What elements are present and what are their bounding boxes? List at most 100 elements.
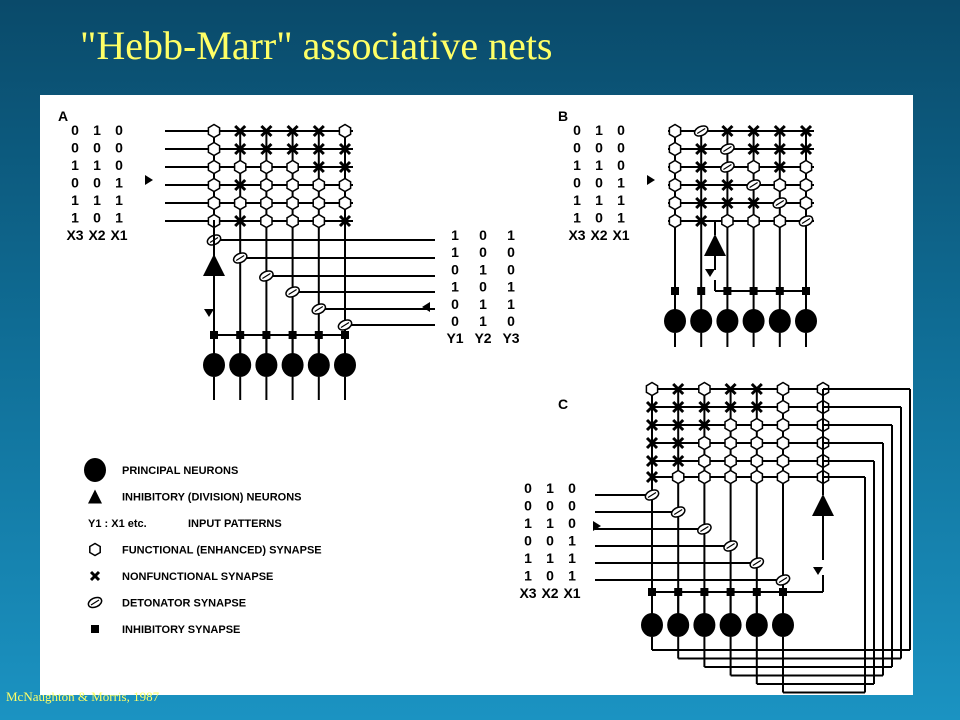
- detonator-synapse-icon: [670, 506, 686, 518]
- y-pattern-a-header: Y2: [474, 330, 491, 346]
- y-pattern-a-digit: 1: [451, 279, 459, 295]
- functional-synapse-icon: [260, 177, 273, 193]
- nonfunctional-synapse-icon: [750, 382, 763, 396]
- slide-title: "Hebb-Marr" associative nets: [80, 23, 553, 68]
- nonfunctional-synapse-icon: [286, 142, 299, 156]
- arrow-down-icon: [204, 309, 214, 317]
- functional-synapse-icon: [312, 213, 326, 229]
- nonfunctional-synapse-icon: [695, 196, 708, 210]
- functional-synapse-icon: [750, 453, 764, 469]
- functional-synapse-icon: [776, 453, 790, 469]
- principal-neuron-icon: [667, 613, 690, 637]
- detonator-synapse-icon: [746, 179, 761, 191]
- principal-neuron-icon: [255, 353, 278, 377]
- y-pattern-a-digit: 0: [479, 244, 487, 260]
- y-pattern-a-digit: 1: [451, 227, 459, 243]
- inhibitory-neuron-icon: [704, 234, 726, 256]
- x-pattern-a-header: X3: [66, 227, 83, 243]
- x-pattern-b-header: X2: [590, 227, 607, 243]
- legend-label: DETONATOR SYNAPSE: [122, 598, 246, 610]
- arrow-down-icon: [705, 269, 715, 277]
- x-pattern-b-digit: 1: [573, 210, 581, 226]
- detonator-synapse-legend-icon: [87, 596, 103, 609]
- x-pattern-c-digit: 1: [546, 515, 554, 531]
- functional-synapse-icon: [799, 177, 813, 193]
- functional-synapse-icon: [338, 195, 352, 211]
- functional-synapse-icon: [207, 159, 221, 175]
- functional-synapse-icon: [776, 381, 790, 397]
- principal-neuron-icon: [795, 309, 817, 333]
- functional-synapse-icon: [286, 195, 299, 211]
- functional-synapse-icon: [750, 417, 764, 433]
- x-pattern-a-digit: 0: [71, 140, 79, 156]
- y-pattern-a-header: Y1: [446, 330, 463, 346]
- principal-neuron-icon: [772, 613, 794, 637]
- functional-synapse-icon: [668, 159, 682, 175]
- inhibitory-neuron-icon: [812, 494, 834, 516]
- input-arrow-icon: [422, 302, 430, 312]
- nonfunctional-synapse-icon: [695, 214, 708, 228]
- x-pattern-c-digit: 0: [524, 533, 532, 549]
- functional-synapse-icon: [338, 123, 352, 139]
- nonfunctional-synapse-icon: [724, 382, 737, 396]
- y-pattern-a-digit: 0: [451, 313, 459, 329]
- y-pattern-a-digit: 1: [479, 296, 487, 312]
- nonfunctional-synapse-icon: [645, 436, 659, 450]
- nonfunctional-synapse-icon: [721, 178, 734, 192]
- x-pattern-c-digit: 0: [568, 480, 576, 496]
- detonator-synapse-icon: [644, 489, 660, 501]
- nonfunctional-synapse-icon: [312, 142, 325, 156]
- inhibitory-neuron-icon: [203, 254, 225, 276]
- nonfunctional-synapse-icon: [799, 142, 813, 156]
- functional-synapse-icon: [799, 159, 813, 175]
- panel-label-c: C: [558, 396, 568, 412]
- functional-synapse-icon: [286, 159, 299, 175]
- functional-synapse-icon: [799, 195, 813, 211]
- functional-synapse-icon: [286, 213, 299, 229]
- detonator-synapse-icon: [693, 125, 709, 137]
- input-arrow-icon: [647, 175, 655, 185]
- x-pattern-b-digit: 0: [573, 175, 581, 191]
- arrow-down-icon: [813, 567, 823, 575]
- x-pattern-a-digit: 0: [115, 122, 123, 138]
- input-arrow-icon: [145, 175, 153, 185]
- x-pattern-b-digit: 1: [595, 157, 603, 173]
- functional-synapse-icon: [668, 177, 682, 193]
- y-pattern-a-digit: 0: [479, 227, 487, 243]
- nonfunctional-synapse-icon: [773, 160, 786, 174]
- y-pattern-a-digit: 0: [451, 296, 459, 312]
- nonfunctional-synapse-icon: [338, 214, 352, 228]
- functional-synapse-legend-icon: [89, 542, 101, 557]
- functional-synapse-icon: [750, 435, 764, 451]
- legend-label: FUNCTIONAL (ENHANCED) SYNAPSE: [122, 545, 322, 557]
- x-pattern-c-digit: 1: [524, 568, 532, 584]
- y-pattern-a-digit: 0: [451, 261, 459, 277]
- functional-synapse-icon: [338, 177, 352, 193]
- x-pattern-a-digit: 1: [93, 122, 101, 138]
- x-pattern-a-digit: 0: [93, 175, 101, 191]
- x-pattern-b-digit: 1: [617, 210, 625, 226]
- x-pattern-c-digit: 1: [524, 515, 532, 531]
- x-pattern-a-digit: 1: [71, 192, 79, 208]
- x-pattern-b-digit: 0: [595, 175, 603, 191]
- x-pattern-c-digit: 1: [568, 550, 576, 566]
- x-pattern-c-header: X3: [519, 585, 536, 601]
- x-pattern-b-digit: 0: [595, 210, 603, 226]
- nonfunctional-synapse-icon: [750, 400, 763, 414]
- detonator-synapse-icon: [337, 319, 353, 331]
- x-pattern-c-digit: 0: [546, 568, 554, 584]
- detonator-synapse-icon: [259, 270, 274, 282]
- detonator-synapse-icon: [311, 303, 327, 315]
- legend-label: INHIBITORY SYNAPSE: [122, 624, 240, 636]
- x-pattern-a-digit: 1: [93, 192, 101, 208]
- x-pattern-c-digit: 1: [568, 533, 576, 549]
- functional-synapse-icon: [724, 435, 737, 451]
- functional-synapse-icon: [207, 195, 221, 211]
- principal-neuron-icon: [768, 309, 791, 333]
- detonator-synapse-icon: [749, 557, 765, 569]
- detonator-synapse-icon: [798, 215, 814, 227]
- x-pattern-b-digit: 0: [573, 140, 581, 156]
- x-pattern-c-digit: 0: [524, 480, 532, 496]
- y-pattern-a-header: Y3: [502, 330, 519, 346]
